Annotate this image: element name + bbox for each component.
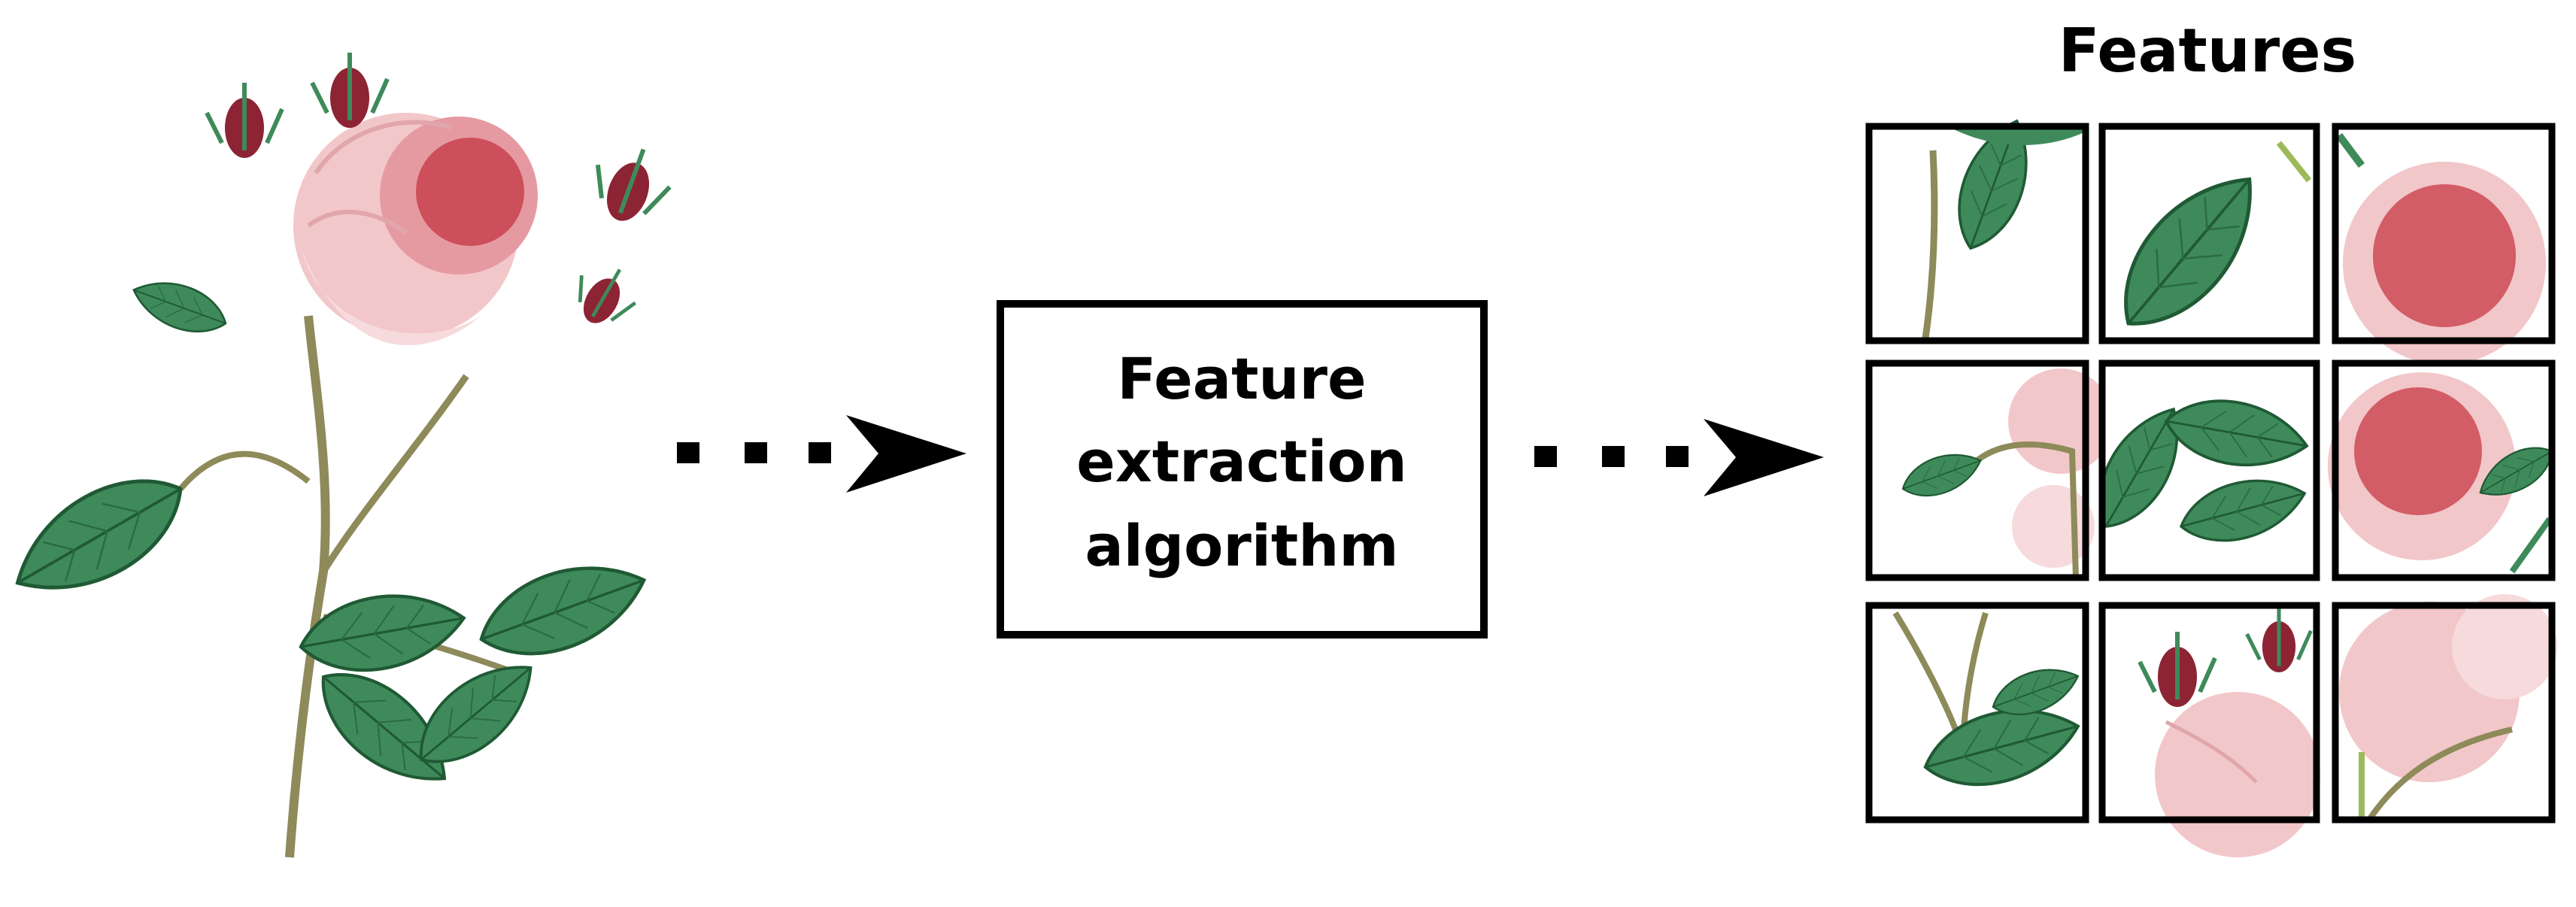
feature-tile (2098, 602, 2320, 857)
feature-tile (2098, 123, 2320, 350)
arrow-dot (1602, 446, 1625, 467)
algorithm-label-line3: algorithm (1085, 512, 1398, 579)
feature-grid (1865, 109, 2562, 857)
rose-illustration (0, 53, 679, 858)
feature-tile (1865, 109, 2089, 344)
arrow-dot (745, 442, 767, 463)
feature-tile (2328, 359, 2562, 581)
arrow-dot (1534, 446, 1557, 467)
arrow-right-icon (846, 415, 966, 493)
arrow-right-icon (1704, 419, 1824, 496)
arrow-dot (1666, 446, 1689, 467)
feature-tile (1865, 602, 2089, 824)
arrow-dot (809, 442, 831, 463)
features-heading: Features (2059, 16, 2356, 86)
arrow-dot (677, 442, 699, 463)
feature-tile (2079, 359, 2320, 581)
algorithm-label-line2: extraction (1076, 428, 1406, 495)
feature-tile (2332, 123, 2556, 365)
feature-tile (1865, 359, 2113, 581)
input-arrow (677, 415, 966, 493)
feature-tile (2332, 594, 2557, 824)
output-arrow (1534, 419, 1824, 496)
algorithm-label-line1: Feature (1117, 345, 1366, 412)
algorithm-box: Feature extraction algorithm (997, 300, 1488, 639)
